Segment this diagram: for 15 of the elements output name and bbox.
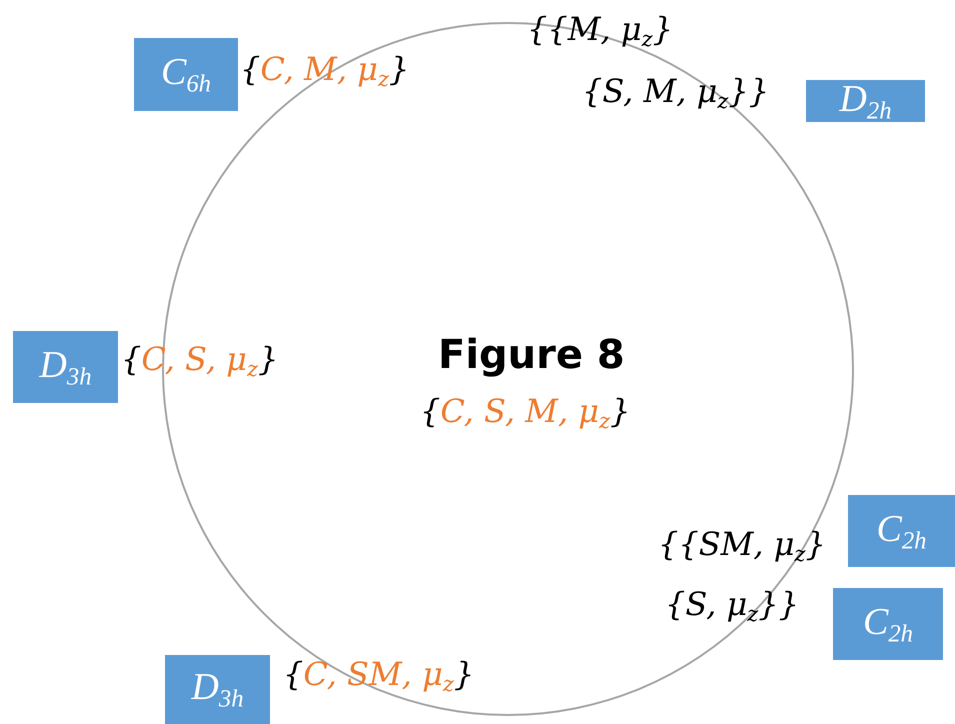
set-notation: {{M, μ$_{z}$} (527, 10, 673, 52)
point-group-label: D$_{3h}$ (165, 655, 270, 724)
set-notation: {{SM, μ$_{z}$} (658, 525, 826, 568)
point-group-label: C$_{2h}$ (833, 588, 943, 660)
point-group-label: D$_{2h}$ (806, 80, 925, 122)
set-notation: {S, M, μ$_{z}$}} (582, 72, 770, 114)
set-notation: {S, μ$_{z}$}} (665, 585, 799, 628)
point-group-label: C$_{2h}$ (848, 495, 955, 567)
set-notation: {C, S, M, μ$_{z}$} (420, 392, 630, 434)
point-group-label: C$_{6h}$ (134, 38, 238, 111)
set-notation: {C, M, μ$_{z}$} (240, 50, 410, 92)
figure-title: Figure 8 (438, 332, 625, 378)
set-notation: {C, S, μ$_{z}$} (121, 340, 278, 382)
point-group-label: D$_{3h}$ (13, 331, 118, 403)
set-notation: {C, SM, μ$_{z}$} (283, 655, 474, 698)
